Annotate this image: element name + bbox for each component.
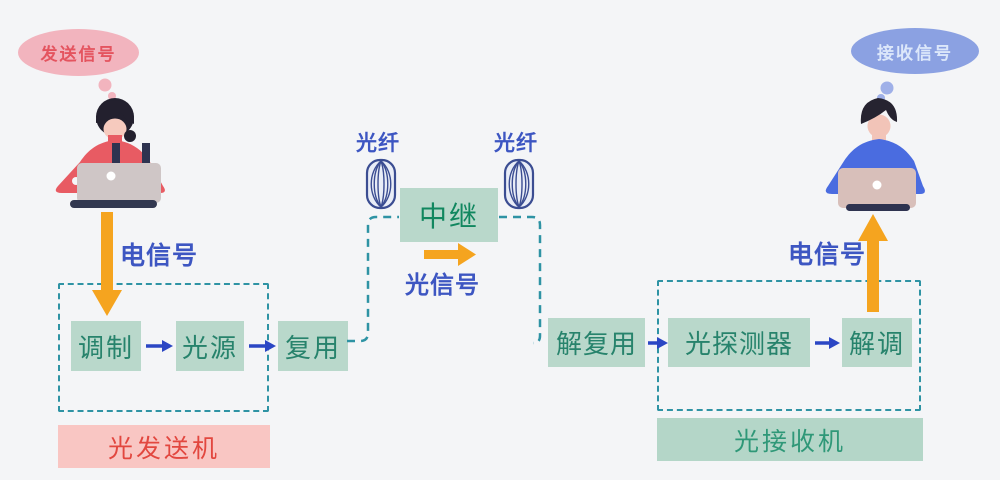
- node-photodetector: 光探测器: [668, 318, 810, 367]
- node-modulation-label: 调制: [77, 332, 134, 363]
- optical-transmitter-caption: 光发送机: [58, 425, 270, 468]
- node-multiplexer-label: 复用: [284, 332, 341, 363]
- optical-transmitter-label: 光发送机: [107, 434, 220, 463]
- person-at-laptop-sender: [55, 98, 165, 208]
- node-repeater-label: 中继: [418, 201, 479, 232]
- fiber-spool-icon-right: [503, 158, 535, 210]
- node-demultiplexer-label: 解复用: [555, 329, 637, 359]
- node-light-source: 光源: [176, 321, 244, 371]
- electrical-signal-label-right: 电信号: [788, 241, 867, 269]
- node-multiplexer: 复用: [278, 321, 348, 371]
- optical-signal-label: 光信号: [405, 272, 480, 299]
- person-at-laptop-receiver: [825, 98, 925, 211]
- node-demodulation-label: 解调: [848, 329, 905, 359]
- fiber-connector-left: [347, 215, 399, 343]
- fiber-label-left: 光纤: [356, 132, 400, 155]
- node-demodulation: 解调: [842, 318, 912, 367]
- send-signal-label: 发送信号: [40, 45, 117, 64]
- thought-dots-left: [98, 78, 116, 100]
- fiber-spool-icon-left: [365, 158, 397, 210]
- thought-dots-right: [877, 81, 894, 102]
- node-repeater: 中继: [400, 188, 498, 242]
- electrical-signal-label-left: 电信号: [120, 242, 199, 270]
- optical-signal-right-arrow-icon: [424, 243, 476, 266]
- optical-receiver-label: 光接收机: [733, 427, 846, 456]
- node-photodetector-label: 光探测器: [684, 329, 793, 359]
- optical-receiver-caption: 光接收机: [657, 418, 923, 461]
- node-demultiplexer: 解复用: [548, 318, 645, 367]
- receive-signal-label: 接收信号: [877, 43, 953, 63]
- node-modulation: 调制: [71, 321, 141, 371]
- send-signal-bubble: 发送信号: [18, 29, 139, 76]
- node-light-source-label: 光源: [181, 332, 238, 363]
- fiber-connector-right: [499, 215, 542, 345]
- receive-signal-bubble: 接收信号: [851, 28, 979, 74]
- fiber-label-right: 光纤: [494, 132, 538, 155]
